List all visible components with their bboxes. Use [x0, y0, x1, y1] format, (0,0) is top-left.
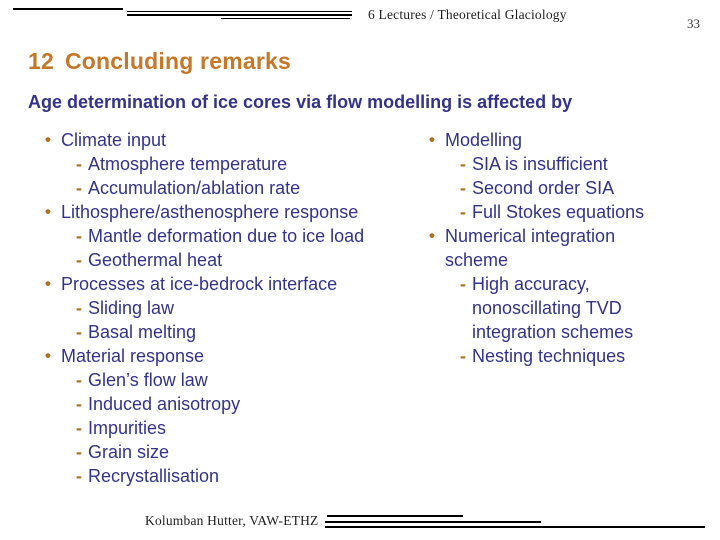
- list-item-text: Lithosphere/asthenosphere response: [61, 202, 359, 222]
- list-item-text: Material response: [61, 346, 205, 366]
- page-number: 33: [687, 16, 700, 31]
- list-item: - Glen’s flow law: [45, 368, 417, 392]
- bullet-icon: •: [45, 346, 51, 365]
- list-item: - Grain size: [45, 440, 417, 464]
- list-item: - Accumulation/ablation rate: [45, 176, 417, 200]
- list-item: - Basal melting: [45, 320, 417, 344]
- list-item-text: Second order SIA: [472, 178, 615, 198]
- dash-icon: -: [76, 250, 82, 270]
- list-item-text: High accuracy, nonoscillating TVD integr…: [472, 274, 634, 342]
- dash-icon: -: [76, 322, 82, 342]
- bullet-icon: •: [429, 226, 435, 245]
- list-item-text: Atmosphere temperature: [88, 154, 288, 174]
- header-course-title: 6 Lectures / Theoretical Glaciology: [368, 7, 567, 22]
- list-item-text: Numerical integration scheme: [445, 226, 616, 270]
- section-number: 12: [28, 48, 54, 74]
- bullet-list-left: • Climate input - Atmosphere temperature…: [45, 128, 417, 488]
- list-item: - High accuracy, nonoscillating TVD inte…: [429, 272, 707, 344]
- list-item: - Mantle deformation due to ice load: [45, 224, 417, 248]
- dash-icon: -: [76, 226, 82, 246]
- decorative-line: [325, 526, 705, 528]
- list-item: - Induced anisotropy: [45, 392, 417, 416]
- list-item: • Climate input: [45, 128, 417, 152]
- list-item: - Recrystallisation: [45, 464, 417, 488]
- list-item: - Geothermal heat: [45, 248, 417, 272]
- list-item-text: Full Stokes equations: [472, 202, 645, 222]
- page-title: 12 Concluding remarks: [28, 48, 291, 75]
- dash-icon: -: [76, 178, 82, 198]
- list-item-text: Induced anisotropy: [88, 394, 241, 414]
- dash-icon: -: [460, 178, 466, 198]
- decorative-line: [325, 521, 541, 523]
- list-item-text: Sliding law: [88, 298, 175, 318]
- list-item: - Full Stokes equations: [429, 200, 707, 224]
- list-item: • Lithosphere/asthenosphere response: [45, 200, 417, 224]
- decorative-line: [127, 14, 352, 16]
- slide-subtitle: Age determination of ice cores via flow …: [28, 92, 573, 112]
- list-item-text: Modelling: [445, 130, 523, 150]
- list-item-text: Processes at ice-bedrock interface: [61, 274, 338, 294]
- decorative-line: [127, 10, 352, 13]
- list-item-text: Mantle deformation due to ice load: [88, 226, 365, 246]
- list-item: - Atmosphere temperature: [45, 152, 417, 176]
- dash-icon: -: [460, 346, 466, 366]
- dash-icon: -: [76, 394, 82, 414]
- section-title: Concluding remarks: [64, 48, 291, 74]
- bullet-icon: •: [45, 130, 51, 149]
- dash-icon: -: [76, 154, 82, 174]
- list-item-text: SIA is insufficient: [472, 154, 608, 174]
- footer-author: Kolumban Hutter, VAW-ETHZ: [145, 513, 319, 528]
- list-item-text: Basal melting: [88, 322, 197, 342]
- list-item: - Second order SIA: [429, 176, 707, 200]
- list-item-text: Glen’s flow law: [88, 370, 208, 390]
- decorative-line: [327, 515, 463, 517]
- list-item-text: Recrystallisation: [88, 466, 220, 486]
- dash-icon: -: [460, 154, 466, 174]
- dash-icon: -: [76, 418, 82, 438]
- list-item-text: Accumulation/ablation rate: [88, 178, 301, 198]
- decorative-line: [221, 17, 350, 20]
- list-item: • Processes at ice-bedrock interface: [45, 272, 417, 296]
- dash-icon: -: [76, 298, 82, 318]
- dash-icon: -: [76, 442, 82, 462]
- bullet-list-right: • Modelling - SIA is insufficient - Seco…: [429, 128, 707, 368]
- list-item: • Modelling: [429, 128, 707, 152]
- list-item: - Impurities: [45, 416, 417, 440]
- decorative-line: [13, 8, 123, 10]
- list-item: - SIA is insufficient: [429, 152, 707, 176]
- list-item: • Numerical integration scheme: [429, 224, 707, 272]
- dash-icon: -: [76, 370, 82, 390]
- list-item-text: Nesting techniques: [472, 346, 626, 366]
- bullet-icon: •: [45, 202, 51, 221]
- bullet-icon: •: [429, 130, 435, 149]
- list-item-text: Impurities: [88, 418, 167, 438]
- bullet-icon: •: [45, 274, 51, 293]
- dash-icon: -: [76, 466, 82, 486]
- list-item-text: Geothermal heat: [88, 250, 223, 270]
- list-item-text: Climate input: [61, 130, 167, 150]
- dash-icon: -: [460, 202, 466, 222]
- dash-icon: -: [460, 274, 466, 294]
- list-item: • Material response: [45, 344, 417, 368]
- list-item-text: Grain size: [88, 442, 170, 462]
- list-item: - Nesting techniques: [429, 344, 707, 368]
- list-item: - Sliding law: [45, 296, 417, 320]
